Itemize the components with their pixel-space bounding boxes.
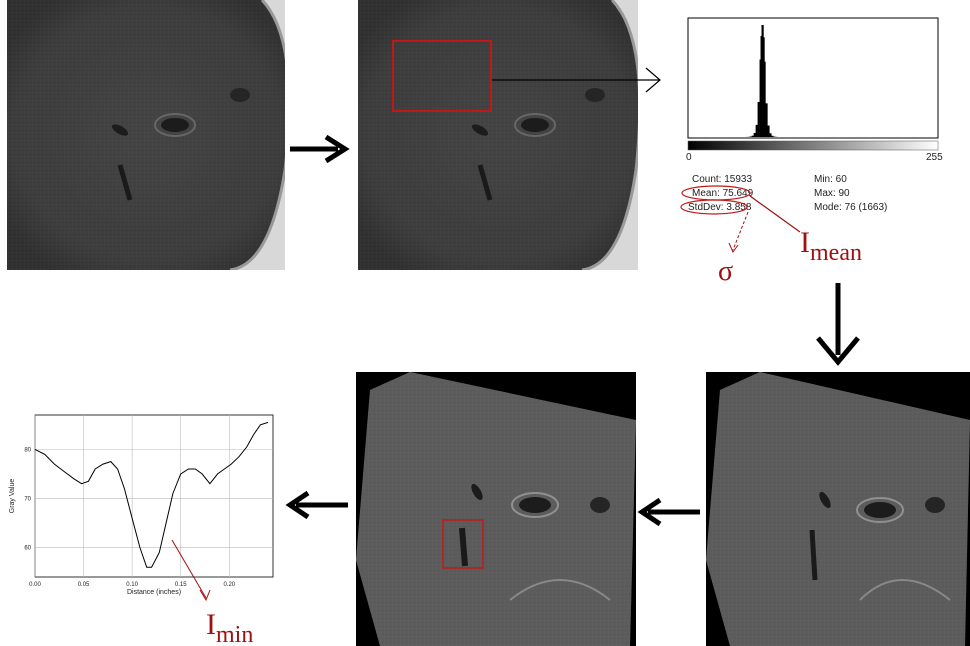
histogram-bar	[753, 132, 756, 137]
x-tick-label: 0.20	[223, 582, 235, 588]
x-tick-label: 0.10	[126, 582, 138, 588]
profile-line	[34, 421, 269, 568]
stat-mode: Mode: 76 (1663)	[814, 202, 887, 213]
sigma-pointer	[732, 211, 749, 251]
x-tick-label: 0.05	[78, 582, 90, 588]
x-tick-label: 0.15	[175, 582, 187, 588]
stat-stddev: StdDev: 3.858	[688, 202, 752, 213]
y-tick-label: 70	[24, 496, 31, 502]
y-tick-label: 60	[24, 546, 31, 552]
profile-plot: 80 70 60 0.00 0.05 0.10 0.15 0.20 Gray Value D…	[9, 414, 274, 646]
sigma-label: σ	[718, 256, 733, 287]
histogram-bar	[749, 136, 752, 137]
y-tick-label: 80	[24, 447, 31, 453]
arrow-right-1	[290, 134, 350, 164]
imin-label: Imin	[206, 608, 253, 646]
stddev-highlight-ellipse	[680, 199, 748, 215]
micrograph-original	[7, 0, 285, 270]
histogram-bar	[763, 61, 766, 137]
profile-y-label: Gray Value	[9, 479, 16, 514]
histogram-bars	[745, 25, 778, 138]
roi-box-defect	[442, 519, 484, 569]
roi-box-background	[392, 40, 492, 112]
imean-pointer	[749, 195, 801, 233]
histogram-bar	[751, 135, 754, 137]
histogram-bar	[767, 125, 770, 137]
imean-label: Imean	[800, 226, 862, 266]
x-tick-label: 0.00	[29, 582, 41, 588]
micrograph-rotated-roi	[356, 372, 636, 646]
histogram-axis-min: 0	[686, 152, 692, 163]
histogram-bar	[765, 103, 768, 137]
histogram-bar	[755, 124, 758, 137]
profile-x-label: Distance (inches)	[127, 589, 181, 596]
stat-max: Max: 90	[814, 188, 850, 199]
histogram-bar	[757, 101, 760, 137]
imin-pointer	[171, 539, 207, 599]
histogram-bar	[771, 135, 774, 137]
arrow-down	[816, 283, 860, 366]
stat-mean: Mean: 75.649	[692, 188, 754, 199]
histogram-gradient-bar	[687, 140, 939, 151]
arrow-to-histogram	[492, 67, 661, 93]
stat-count: Count: 15933	[692, 174, 752, 185]
histogram-bar	[769, 133, 772, 137]
profile-x-ticks: 0.00 0.05 0.10 0.15 0.20	[29, 582, 236, 588]
arrow-left-1	[637, 497, 700, 527]
micrograph-with-roi	[358, 0, 638, 270]
profile-grid	[34, 415, 273, 577]
stat-min: Min: 60	[814, 174, 847, 185]
histogram-axis-max: 255	[926, 152, 943, 163]
arrow-left-2	[285, 490, 348, 520]
micrograph-rotated	[706, 372, 970, 646]
profile-y-ticks: 80 70 60	[24, 447, 31, 551]
histogram-panel: 0 255 Count: 15933 Mean: 75.649 StdDev: …	[680, 17, 943, 287]
